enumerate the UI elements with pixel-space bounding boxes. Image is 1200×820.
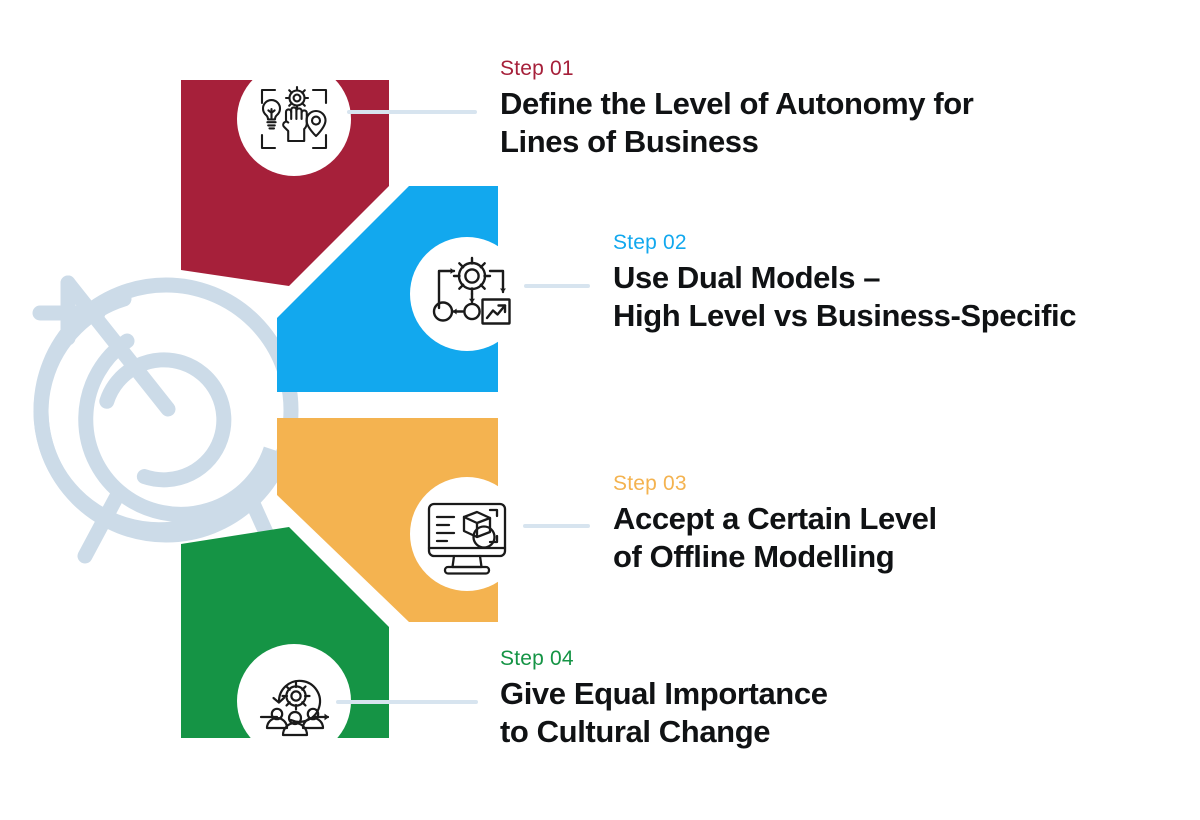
- step-title-1: Define the Level of Autonomy for Lines o…: [500, 86, 974, 159]
- wedge-step-3[interactable]: [277, 418, 498, 622]
- connector-line-step-4: [336, 700, 478, 704]
- wedge-step-4[interactable]: [181, 527, 389, 738]
- connector-line-step-3: [523, 524, 590, 528]
- step-block-4: Step 04 Give Equal Importance to Cultura…: [500, 647, 828, 751]
- step-title-2: Use Dual Models – High Level vs Business…: [613, 260, 1077, 333]
- step-block-1: Step 01 Define the Level of Autonomy for…: [500, 57, 974, 161]
- refresh-gear-people-icon: [259, 679, 330, 737]
- decor-arrow-shaft: [60, 275, 176, 417]
- gear-workflow-chart-icon: [432, 256, 511, 325]
- step-block-3: Step 03 Accept a Certain Level of Offlin…: [613, 472, 937, 576]
- decor-spiral-outer: [33, 291, 279, 538]
- decor-tick-lower-left: [77, 490, 124, 564]
- connector-line-step-2: [524, 284, 590, 288]
- step-title-4: Give Equal Importance to Cultural Change: [500, 676, 828, 749]
- step-kicker-4: Step 04: [500, 647, 574, 670]
- step-title-3: Accept a Certain Level of Offline Modell…: [613, 501, 937, 574]
- step-kicker-3: Step 03: [613, 472, 687, 495]
- target-spiral-arrow-icon: [32, 275, 299, 564]
- monitor-3d-model-icon: [427, 502, 507, 575]
- connector-line-step-1: [347, 110, 477, 114]
- step-kicker-2: Step 02: [613, 231, 687, 254]
- wedge-step-1[interactable]: [181, 80, 389, 286]
- step-block-2: Step 02 Use Dual Models – High Level vs …: [613, 231, 1077, 335]
- decor-tick-lower-right: [242, 489, 276, 545]
- lightbulb-gear-pin-fist-icon: [260, 85, 328, 150]
- step-kicker-1: Step 01: [500, 57, 574, 80]
- wedge-step-2[interactable]: [277, 186, 498, 392]
